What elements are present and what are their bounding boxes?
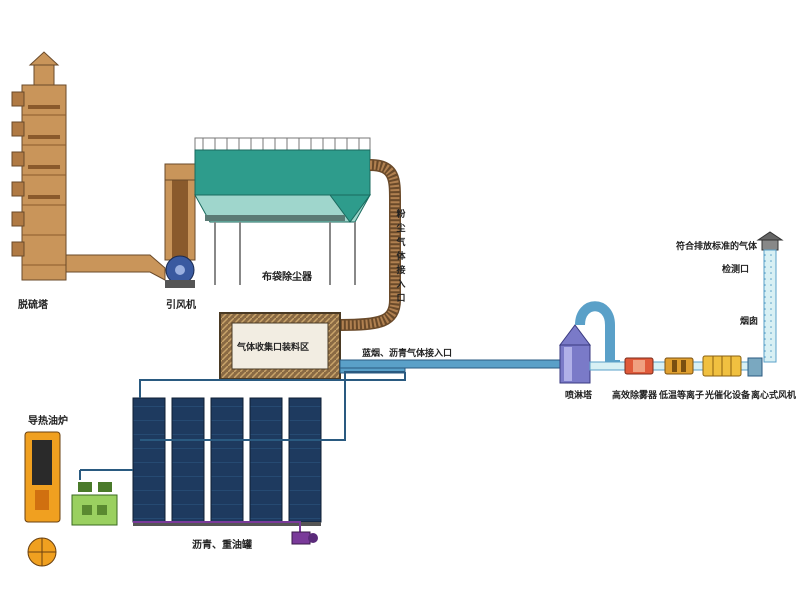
label-compliant-gas: 符合排放标准的气体	[676, 242, 758, 252]
label-induced-fan: 引风机	[166, 300, 196, 311]
label-dust-gas-inlet: 粉尘气体接入口	[396, 210, 406, 304]
label-blue-smoke-inlet: 蓝烟、沥青气体接入口	[362, 349, 453, 359]
label-heat-oil-furnace: 导热油炉	[28, 416, 68, 427]
tank-manifold	[79, 371, 406, 535]
induced-fan	[165, 255, 195, 288]
duct-fan-to-filter	[164, 163, 198, 261]
label-asphalt-tanks: 沥青、重油罐	[192, 540, 252, 551]
label-test-port: 检测口	[722, 265, 750, 275]
photocatalytic-unit	[702, 355, 742, 377]
duct-filter-to-collection	[339, 159, 401, 331]
asphalt-pump	[291, 531, 318, 545]
label-spray-tower: 喷淋塔	[565, 391, 593, 401]
bag-filter	[194, 137, 371, 285]
desulfurization-tower	[11, 51, 67, 281]
centrifugal-fan	[747, 357, 763, 377]
asphalt-tanks	[132, 397, 322, 526]
label-plasma: 低温等离子	[659, 391, 705, 401]
label-photocatalytic: 光催化设备	[705, 391, 751, 401]
label-desulfurization-tower: 脱硫塔	[18, 300, 48, 311]
label-chimney: 烟囱	[740, 317, 759, 327]
oil-pump-unit	[71, 482, 118, 526]
spray-tower	[559, 324, 591, 384]
label-bag-filter: 布袋除尘器	[262, 272, 312, 283]
label-gas-collection-area: 气体收集口装料区	[237, 343, 310, 353]
chimney	[756, 231, 784, 363]
label-centrifugal-fan: 离心式风机	[751, 391, 797, 401]
mist-eliminator	[624, 357, 654, 375]
plasma-unit	[664, 357, 694, 375]
duct-tower-to-fan	[65, 254, 166, 281]
label-mist-eliminator: 高效除雾器	[612, 391, 658, 401]
heat-oil-furnace	[24, 431, 61, 567]
gas-collection-area	[219, 312, 341, 380]
